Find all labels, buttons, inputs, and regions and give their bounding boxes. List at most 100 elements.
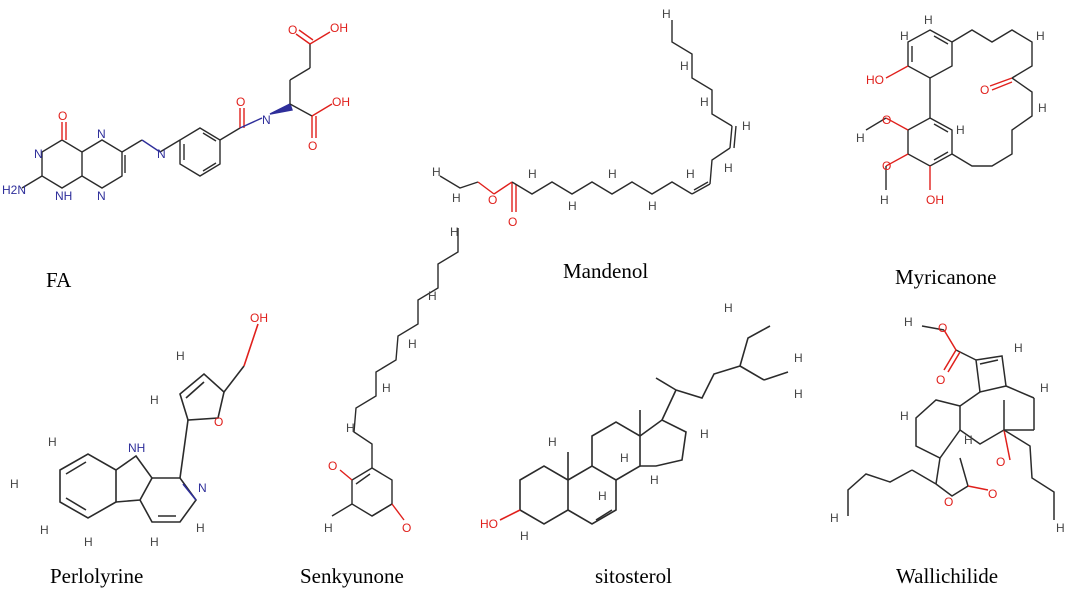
structure-senkyunone — [331, 228, 459, 521]
atom-n: N — [97, 189, 106, 203]
compound-label-perlolyrine: Perlolyrine — [50, 564, 144, 588]
compound-label-wallichilide: Wallichilide — [896, 564, 999, 588]
atom-h: H — [686, 167, 695, 181]
atom-h: H — [48, 435, 57, 449]
atom-oh: OH — [926, 193, 944, 207]
atom-h: H — [452, 191, 461, 205]
atoms-perlolyrine: NH N O OH H H H H H H H H — [10, 311, 268, 549]
structure-sitosterol — [499, 325, 789, 525]
atoms-sitosterol: HO H H H H H H H H H — [480, 301, 803, 543]
atom-h: H — [1040, 381, 1049, 395]
compound-label-mandenol: Mandenol — [563, 259, 649, 283]
atom-h: H — [964, 433, 973, 447]
atoms-myricanone: HO O O O OH H H H H H H H — [856, 13, 1047, 207]
atom-h: H — [150, 393, 159, 407]
atom-h: H — [548, 435, 557, 449]
atom-n: N — [34, 147, 43, 161]
atom-h: H — [924, 13, 933, 27]
atom-h: H — [794, 351, 803, 365]
atom-h: H — [432, 165, 441, 179]
atom-o: O — [988, 487, 997, 501]
atom-o: O — [944, 495, 953, 509]
atom-o: O — [936, 373, 945, 387]
atom-h: H — [1014, 341, 1023, 355]
atom-h: H — [856, 131, 865, 145]
compound-label-senkyunone: Senkyunone — [300, 564, 404, 588]
atom-h: H — [700, 95, 709, 109]
atom-h: H — [900, 409, 909, 423]
atom-o: O — [882, 113, 891, 127]
atom-n: N — [97, 127, 106, 141]
atom-h: H — [598, 489, 607, 503]
atom-h: H — [1056, 521, 1065, 535]
atom-h: H — [830, 511, 839, 525]
structure-wallichilide — [847, 325, 1055, 520]
atom-o: O — [308, 139, 317, 153]
atom-o: O — [980, 83, 989, 97]
atom-h: H — [176, 349, 185, 363]
compound-label-myricanone: Myricanone — [895, 265, 997, 289]
compound-label-sitosterol: sitosterol — [595, 564, 672, 588]
atom-h: H — [1036, 29, 1045, 43]
atom-h: H — [904, 315, 913, 329]
atom-nh: NH — [128, 441, 145, 455]
atom-h: H — [84, 535, 93, 549]
atom-h: H — [428, 289, 437, 303]
atom-h: H — [450, 225, 459, 239]
atom-h: H — [608, 167, 617, 181]
atom-o: O — [214, 415, 223, 429]
atom-h: H — [648, 199, 657, 213]
structure-myricanone — [865, 29, 1033, 190]
atom-h: H — [650, 473, 659, 487]
atom-o: O — [996, 455, 1005, 469]
atom-o: O — [938, 321, 947, 335]
atom-h: H — [700, 427, 709, 441]
atom-h: H — [794, 387, 803, 401]
atom-n: N — [198, 481, 207, 495]
atom-h: H — [528, 167, 537, 181]
compound-label-fa: FA — [46, 268, 72, 292]
atom-o: O — [488, 193, 497, 207]
atom-h: H — [324, 521, 333, 535]
atom-h: H — [196, 521, 205, 535]
atom-ho: HO — [866, 73, 884, 87]
atom-h: H — [520, 529, 529, 543]
atom-h: H — [900, 29, 909, 43]
atom-oh: OH — [330, 21, 348, 35]
atom-o: O — [328, 459, 337, 473]
atom-o: O — [402, 521, 411, 535]
atom-h: H — [382, 381, 391, 395]
atom-h: H — [724, 301, 733, 315]
atom-h2n: H2N — [2, 183, 26, 197]
atom-h: H — [742, 119, 751, 133]
atoms-wallichilide: O O O O O H H H H H H H — [830, 315, 1065, 535]
atom-h: H — [680, 59, 689, 73]
atom-h: H — [408, 337, 417, 351]
atom-h: H — [346, 421, 355, 435]
atoms-fa: O N NH H2N N N N O N O OH O OH — [2, 21, 350, 203]
atom-o: O — [288, 23, 297, 37]
atom-n: N — [157, 147, 166, 161]
atom-o: O — [58, 109, 67, 123]
atom-o: O — [508, 215, 517, 229]
structure-mandenol — [439, 20, 737, 212]
atom-h: H — [10, 477, 19, 491]
atom-ho: HO — [480, 517, 498, 531]
hydrogens-mandenol: H H O O H H H H H H H H H H — [432, 7, 751, 229]
atom-h: H — [1038, 101, 1047, 115]
atom-h: H — [956, 123, 965, 137]
atom-o: O — [882, 159, 891, 173]
atom-h: H — [620, 451, 629, 465]
atom-h: H — [568, 199, 577, 213]
atoms-senkyunone: O O H H H H H H — [324, 225, 459, 535]
structure-fa — [21, 29, 333, 189]
atom-h: H — [662, 7, 671, 21]
atom-n: N — [262, 113, 271, 127]
atom-h: H — [150, 535, 159, 549]
atom-h: H — [724, 161, 733, 175]
atom-oh: OH — [250, 311, 268, 325]
atom-h: H — [880, 193, 889, 207]
structure-perlolyrine — [59, 323, 259, 523]
atom-nh: NH — [55, 189, 72, 203]
